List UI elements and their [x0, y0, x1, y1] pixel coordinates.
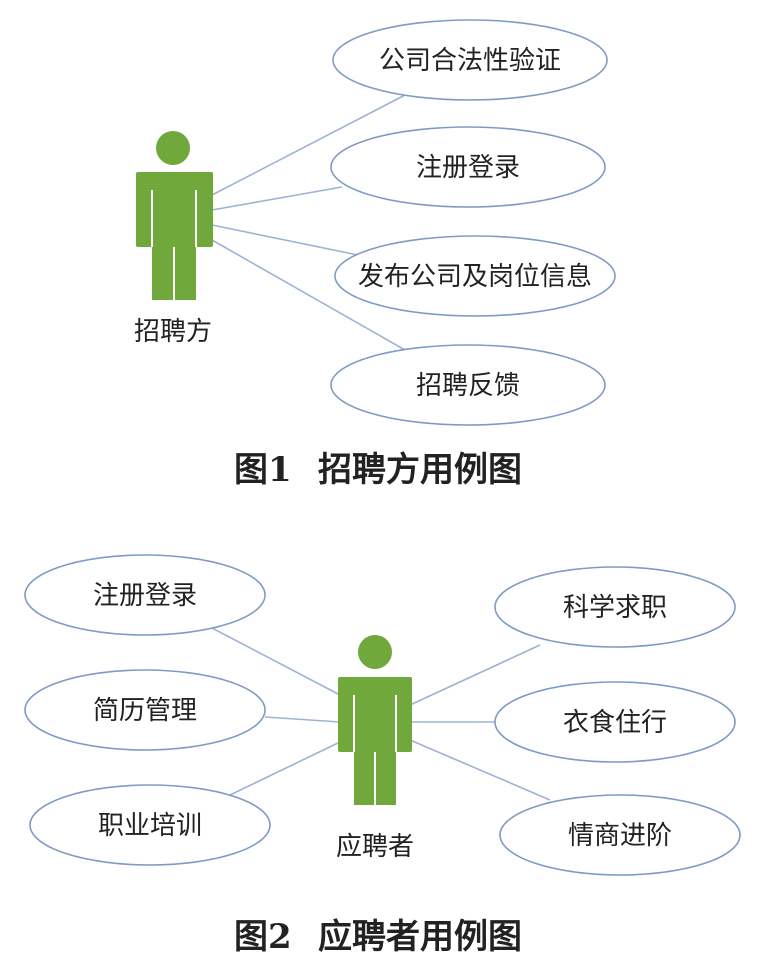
- use-case-label: 简历管理: [93, 696, 197, 726]
- use-case-label: 衣食住行: [563, 708, 667, 738]
- use-case-label: 注册登录: [416, 153, 520, 183]
- association-line: [211, 186, 343, 211]
- actor-label: 招聘方: [134, 317, 212, 347]
- use-case-ellipse: [494, 681, 736, 763]
- caption-title: 应聘者用例图: [318, 917, 522, 957]
- figure-2: 应聘者 注册登录 简历管理 职业培训 科学求职 衣食住行 情商进阶: [24, 554, 741, 957]
- use-case-label: 公司合法性验证: [379, 46, 561, 76]
- actor-head: [358, 635, 392, 669]
- use-case-scientific-job-search[interactable]: 科学求职: [494, 566, 736, 648]
- use-case-label: 注册登录: [93, 581, 197, 611]
- association-line: [211, 627, 341, 696]
- association-line: [211, 239, 406, 351]
- use-case-daily-living[interactable]: 衣食住行: [494, 681, 736, 763]
- association-line: [211, 94, 406, 196]
- use-case-resume-management[interactable]: 简历管理: [24, 669, 266, 751]
- use-case-ellipse: [29, 784, 271, 866]
- caption-number: 图2: [234, 917, 292, 957]
- use-case-label: 科学求职: [563, 593, 667, 623]
- use-case-label: 招聘反馈: [416, 371, 520, 401]
- use-case-ellipse: [494, 566, 736, 648]
- association-line: [409, 739, 551, 801]
- use-case-recruitment-feedback[interactable]: 招聘反馈: [330, 344, 606, 426]
- caption-number: 图1: [234, 450, 292, 490]
- use-case-label: 发布公司及岗位信息: [358, 262, 592, 292]
- use-case-eq-advancement[interactable]: 情商进阶: [499, 794, 741, 876]
- use-case-ellipse: [330, 126, 606, 208]
- figure-2-caption: 图2 应聘者用例图: [234, 917, 522, 957]
- use-case-label: 职业培训: [98, 811, 202, 841]
- use-case-ellipse: [24, 669, 266, 751]
- use-case-ellipse: [332, 19, 608, 101]
- actor-body: [136, 172, 213, 247]
- use-case-ellipse: [334, 235, 616, 317]
- actor-recruiter: 招聘方: [134, 131, 213, 347]
- use-case-ellipse: [330, 344, 606, 426]
- use-case-career-training[interactable]: 职业培训: [29, 784, 271, 866]
- use-case-register-login-applicant[interactable]: 注册登录: [24, 554, 266, 636]
- actor-head: [156, 131, 190, 165]
- caption-title: 招聘方用例图: [318, 450, 522, 490]
- fig1-associations: [211, 94, 406, 351]
- use-case-ellipse: [24, 554, 266, 636]
- association-line: [409, 644, 541, 706]
- use-case-company-verification[interactable]: 公司合法性验证: [332, 19, 608, 101]
- figure-1: 招聘方 公司合法性验证 注册登录 发布公司及岗位信息 招聘反馈 图1 招聘方用例…: [134, 19, 616, 490]
- actor-label: 应聘者: [336, 832, 414, 862]
- use-case-publish-info[interactable]: 发布公司及岗位信息: [334, 235, 616, 317]
- use-case-label: 情商进阶: [568, 821, 672, 851]
- use-case-ellipse: [499, 794, 741, 876]
- actor-body: [338, 677, 412, 752]
- association-line: [211, 224, 359, 256]
- actor-applicant: 应聘者: [336, 635, 414, 862]
- fig2-associations: [211, 627, 551, 801]
- use-case-register-login[interactable]: 注册登录: [330, 126, 606, 208]
- association-line: [264, 716, 341, 723]
- association-line: [229, 741, 341, 796]
- figure-1-caption: 图1 招聘方用例图: [234, 450, 522, 490]
